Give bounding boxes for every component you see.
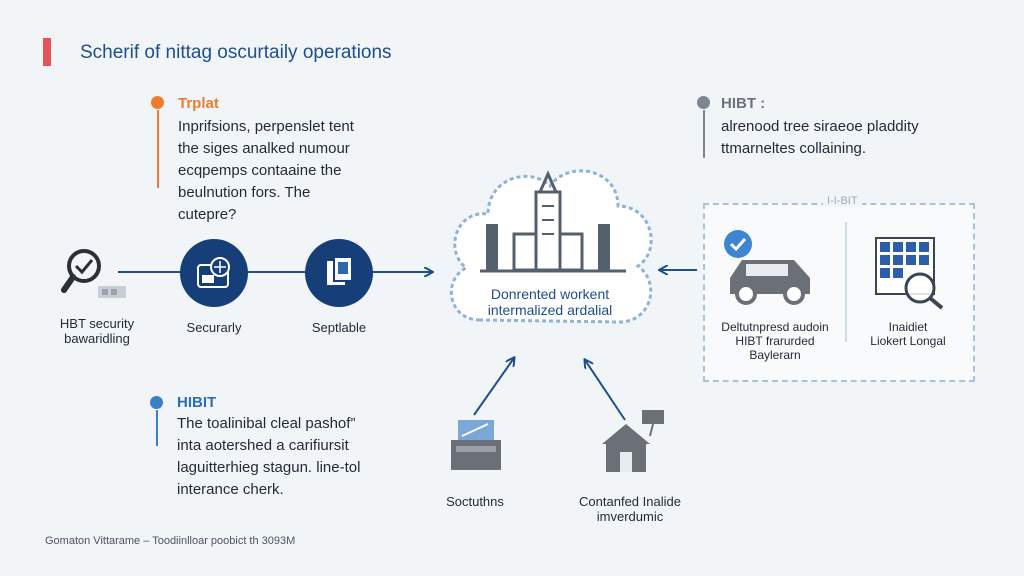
note-connector bbox=[157, 110, 159, 188]
house-label: Contanfed Inalide imverdumic bbox=[560, 494, 700, 524]
cloud-label: Donrented workent intermalized ardalial bbox=[450, 286, 650, 318]
note-line: inta aotershed a carifiursit bbox=[177, 437, 349, 454]
note-heading: HIBIT bbox=[177, 394, 217, 411]
note-heading: Trplat bbox=[178, 95, 219, 112]
grid-search-icon bbox=[875, 237, 944, 310]
securely-label: Securarly bbox=[186, 320, 242, 335]
note-line: ttmarneltes collaining. bbox=[721, 140, 867, 157]
note-line: laguitterhieg stagun. line-tol bbox=[177, 459, 361, 476]
label-line: Liokert Longal bbox=[870, 334, 946, 348]
note-line: beulnution fors. The bbox=[178, 184, 311, 201]
security-node-label: HBT security bawaridling bbox=[42, 316, 152, 346]
securely-node[interactable] bbox=[180, 239, 248, 307]
label-line: HBT security bbox=[59, 316, 135, 331]
orange-dot-icon bbox=[151, 96, 164, 109]
vehicle-label: Deltutnpresd audoin HIBT frarurded Bayle… bbox=[705, 320, 845, 362]
note-connector bbox=[156, 410, 158, 446]
septable-label: Septlable bbox=[311, 320, 367, 335]
note-line: Inprifsions, perpenslet tent bbox=[178, 118, 354, 135]
cloud-shape bbox=[449, 169, 653, 324]
vehicle-check-icon bbox=[724, 230, 810, 305]
label-line: Donrented workent bbox=[490, 286, 610, 302]
server-box-icon bbox=[451, 420, 501, 470]
label-line: HIBT frarurded bbox=[735, 334, 815, 348]
note-line: alrenood tree siraeoe pladdity bbox=[721, 118, 919, 135]
magnifier-shield-icon bbox=[61, 249, 126, 298]
note-line: cutepre? bbox=[178, 206, 237, 223]
note-body: Inprifsions, perpenslet tent the siges a… bbox=[178, 116, 354, 226]
label-line: intermalized ardalial bbox=[487, 302, 613, 318]
label-line: Inaidiet bbox=[888, 320, 928, 334]
note-line: the siges analked numour bbox=[178, 140, 350, 157]
arrow-from-box bbox=[473, 358, 514, 416]
septable-node[interactable] bbox=[305, 239, 373, 307]
document-stack-icon bbox=[327, 256, 353, 285]
note-connector bbox=[703, 110, 705, 158]
note-body: alrenood tree siraeoe pladdity ttmarnelt… bbox=[721, 116, 919, 160]
city-buildings-icon bbox=[480, 170, 626, 273]
label-line: Baylerarn bbox=[749, 348, 801, 362]
lock-gear-icon bbox=[197, 257, 230, 288]
note-line: interance cherk. bbox=[177, 481, 284, 498]
label-line: bawaridling bbox=[64, 331, 130, 346]
note-heading: HIBT : bbox=[721, 95, 766, 112]
blue-dot-icon bbox=[150, 396, 163, 409]
label-line: imverdumic bbox=[596, 509, 664, 524]
label-line: Deltutnpresd audoin bbox=[721, 320, 829, 334]
grid-label: Inaidiet Liokert Longal bbox=[858, 320, 958, 348]
gray-dot-icon bbox=[697, 96, 710, 109]
panel-divider bbox=[845, 222, 847, 342]
box-label: Soctuthns bbox=[446, 494, 504, 509]
footer-caption: Gomaton Vittarame – Toodiinlloar poobict… bbox=[45, 535, 296, 547]
note-body: The toalinibal cleal pashof” inta aoters… bbox=[177, 413, 360, 501]
panel-tag: I-I-BIT bbox=[823, 195, 862, 207]
title-accent-bar bbox=[43, 38, 51, 66]
house-icon bbox=[602, 410, 664, 472]
page-title: Scherif of nittag oscurtaily operations bbox=[80, 42, 392, 63]
note-line: ecqpemps contaaine the bbox=[178, 162, 342, 179]
arrow-from-house bbox=[585, 360, 626, 421]
label-line: Contanfed Inalide bbox=[579, 494, 681, 509]
note-line: The toalinibal cleal pashof” bbox=[177, 415, 356, 432]
